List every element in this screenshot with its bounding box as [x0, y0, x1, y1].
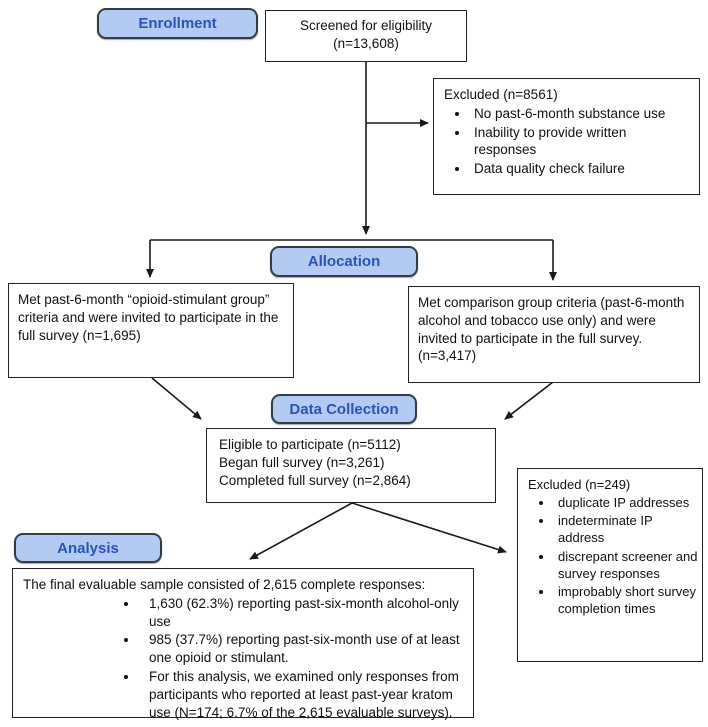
enrollment-badge-label: Enrollment	[138, 15, 217, 32]
excluded-data-box: Excluded (n=249) duplicate IP addresses …	[517, 468, 703, 662]
excluded-data-item: duplicate IP addresses	[554, 494, 698, 511]
arrow-opioid-to-datacollection	[151, 377, 202, 420]
data-collection-badge: Data Collection	[271, 394, 417, 424]
excluded-screening-item: Data quality check failure	[470, 160, 691, 178]
allocation-badge: Allocation	[270, 246, 418, 277]
analysis-box: The final evaluable sample consisted of …	[12, 568, 474, 720]
analysis-item: For this analysis, we examined only resp…	[139, 668, 465, 721]
analysis-badge-label: Analysis	[57, 539, 119, 557]
comparison-group-box: Met comparison group criteria (past-6-mo…	[408, 286, 700, 383]
arrow-datacollection-to-excluded-data	[351, 502, 507, 554]
opioid-stimulant-group-box: Met past-6-month “opioid-stimulant group…	[8, 283, 294, 378]
excluded-screening-item: Inability to provide written responses	[470, 124, 691, 160]
excluded-data-item: improbably short survey completion times	[554, 583, 698, 617]
excluded-screening-list: No past-6-month substance use Inability …	[444, 105, 691, 178]
allocation-badge-label: Allocation	[307, 253, 381, 270]
excluded-data-item: discrepant screener and survey responses	[554, 548, 698, 582]
excluded-data-title: Excluded (n=249)	[528, 477, 631, 492]
arrow-comparison-to-datacollection	[504, 381, 554, 420]
screened-box: Screened for eligibility (n=13,608)	[265, 10, 467, 62]
excluded-screening-box: Excluded (n=8561) No past-6-month substa…	[433, 78, 700, 195]
excluded-screening-item: No past-6-month substance use	[470, 105, 691, 123]
analysis-item: 985 (37.7%) reporting past-six-month use…	[139, 631, 465, 667]
analysis-item: 1,630 (62.3%) reporting past-six-month a…	[139, 595, 465, 631]
enrollment-badge: Enrollment	[97, 8, 258, 39]
data-collection-box: Eligible to participate (n=5112) Began f…	[206, 428, 496, 503]
analysis-intro: The final evaluable sample consisted of …	[23, 577, 426, 592]
excluded-data-item: indeterminate IP address	[554, 512, 698, 546]
analysis-badge: Analysis	[14, 533, 162, 563]
excluded-screening-title: Excluded (n=8561)	[444, 87, 558, 102]
data-collection-badge-label: Data Collection	[289, 400, 399, 418]
analysis-list: 1,630 (62.3%) reporting past-six-month a…	[23, 595, 465, 722]
excluded-data-list: duplicate IP addresses indeterminate IP …	[528, 494, 698, 617]
arrow-datacollection-to-analysis	[249, 502, 353, 560]
